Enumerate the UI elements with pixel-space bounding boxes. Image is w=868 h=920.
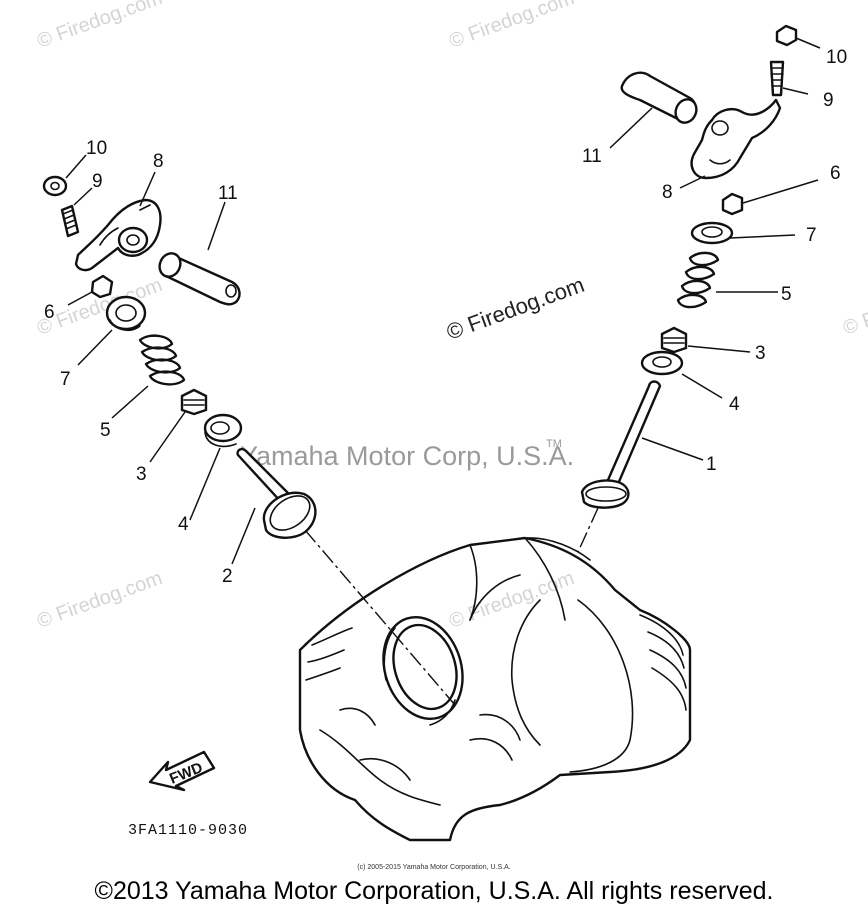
- right-spring-seat: [640, 350, 684, 376]
- right-valve-assembly: [580, 24, 798, 509]
- callout-number: 8: [153, 151, 164, 172]
- watermark: © Firedog.com: [446, 0, 577, 53]
- callout-number: 10: [826, 47, 847, 68]
- right-rocker-shaft: [620, 71, 698, 124]
- left-valve-spring: [138, 334, 186, 386]
- callout-number: 3: [136, 464, 147, 485]
- right-locknut: [775, 24, 798, 47]
- right-adjusting-screw: [769, 60, 785, 97]
- fwd-label: FWD: [167, 759, 205, 788]
- callout-number: 3: [755, 343, 766, 364]
- fwd-arrow-icon: FWD: [148, 750, 216, 792]
- left-valve-axis: [304, 529, 456, 706]
- right-spring-retainer: [690, 221, 734, 245]
- leader-lines: [65, 37, 821, 565]
- left-spring-seat: [203, 413, 243, 448]
- callout-numbers: 10 9 8 11 6 7 5 3 4 2 10 9 11 8 6 7 5 3 …: [44, 47, 847, 587]
- center-watermark: © Firedog.com: [443, 272, 587, 345]
- right-exhaust-valve: [580, 380, 662, 509]
- left-rocker-arm: [74, 198, 162, 272]
- callout-number: 11: [582, 146, 602, 167]
- callout-number: 9: [92, 171, 103, 192]
- right-valve-axis: [577, 507, 599, 553]
- right-valve-stem-seal: [660, 326, 688, 354]
- watermark-layer: © Firedog.com © Firedog.com © Firedog.co…: [34, 0, 868, 633]
- left-spring-retainer: [105, 295, 147, 332]
- small-copyright: (c) 2005-2015 Yamaha Motor Corporation, …: [357, 864, 511, 871]
- copyright-footer: ©2013 Yamaha Motor Corporation, U.S.A. A…: [94, 877, 774, 905]
- left-valve-cotter: [90, 274, 114, 299]
- callout-number: 1: [706, 454, 717, 475]
- watermark: © Firedog.com: [34, 0, 165, 53]
- callout-number: 5: [100, 420, 111, 441]
- callout-number: 9: [823, 90, 834, 111]
- callout-number: 2: [222, 566, 233, 587]
- callout-number: 7: [60, 369, 71, 390]
- cylinder-head: [298, 536, 692, 842]
- callout-number: 7: [806, 225, 817, 246]
- callout-number: 11: [218, 183, 238, 204]
- left-locknut: [42, 175, 68, 197]
- callout-number: 4: [178, 514, 189, 535]
- watermark: © Firedog.com: [840, 274, 868, 340]
- tm-mark: TM: [546, 438, 562, 450]
- brand-watermark: Yamaha Motor Corp, U.S.A.: [240, 441, 574, 471]
- callout-number: 5: [781, 284, 792, 305]
- right-valve-cotter: [721, 192, 744, 216]
- left-rocker-shaft: [158, 252, 241, 306]
- left-valve-assembly: [42, 175, 317, 539]
- right-valve-spring: [676, 251, 720, 309]
- part-code: 3FA1110-9030: [128, 822, 248, 839]
- right-rocker-arm: [690, 98, 782, 180]
- left-valve-stem-seal: [180, 388, 208, 416]
- left-intake-valve: [236, 447, 317, 539]
- left-adjusting-screw: [60, 204, 80, 238]
- callout-number: 6: [44, 302, 55, 323]
- callout-number: 8: [662, 182, 673, 203]
- callout-number: 6: [830, 163, 841, 184]
- callout-number: 10: [86, 138, 107, 159]
- watermark: © Firedog.com: [34, 567, 165, 633]
- callout-number: 4: [729, 394, 740, 415]
